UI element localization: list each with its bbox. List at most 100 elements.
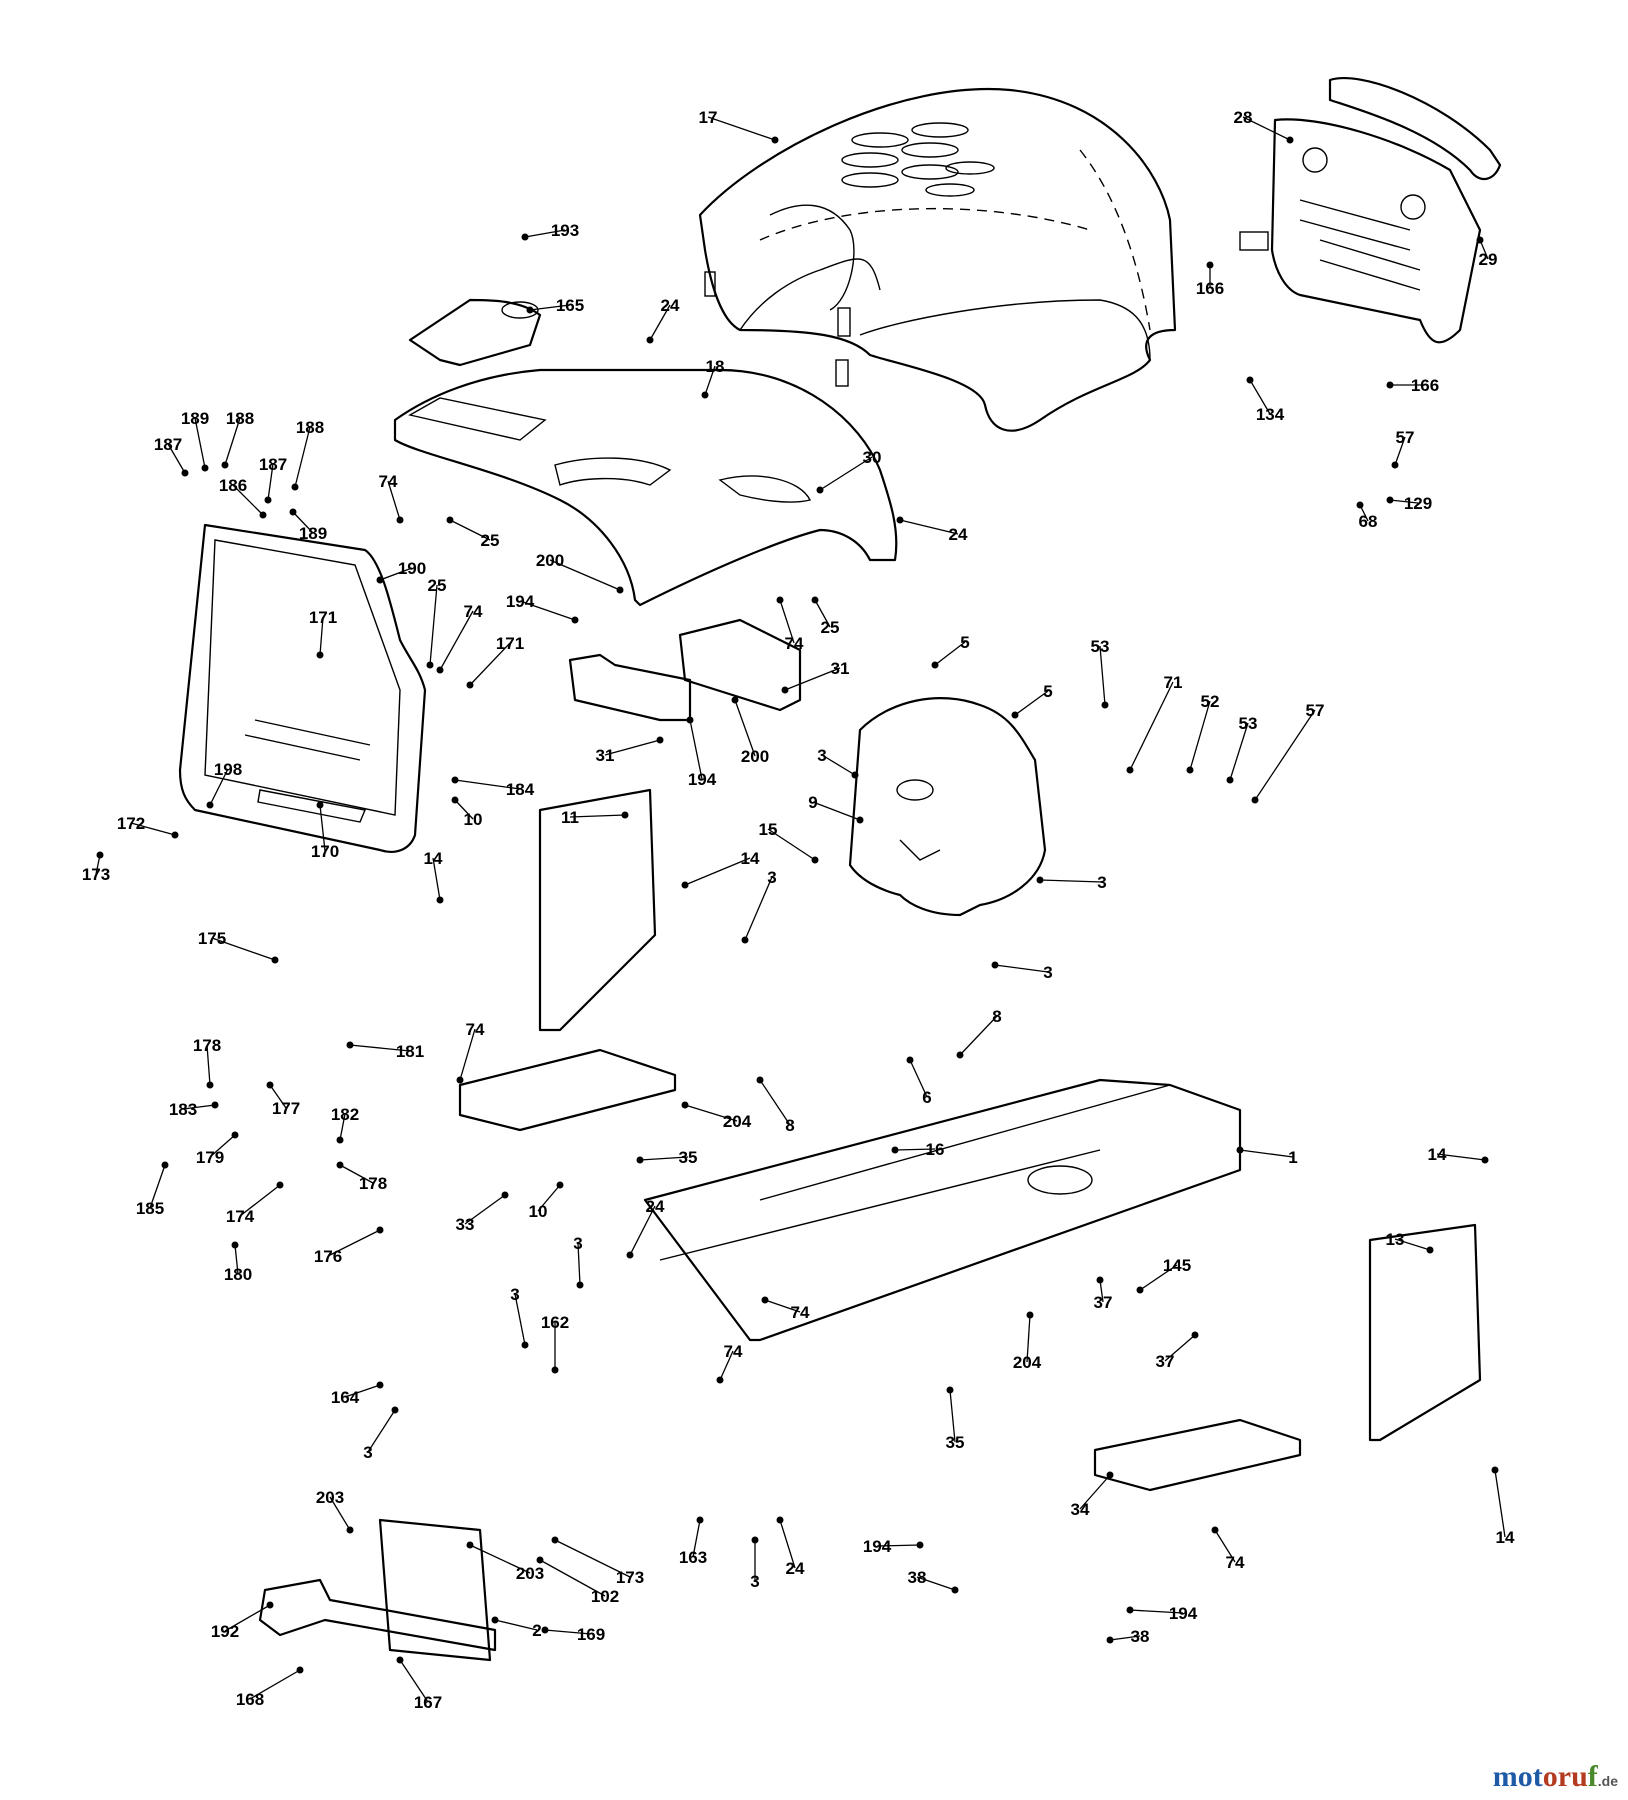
- part-number-label: 102: [591, 1587, 619, 1606]
- part-number-label: 163: [679, 1548, 707, 1567]
- part-anchor-38b: [1106, 1636, 1114, 1644]
- part-number-label: 14: [1428, 1145, 1447, 1164]
- leader-line-24a: [649, 304, 671, 341]
- leader-line-179: [209, 1134, 236, 1158]
- part-number-label: 24: [646, 1197, 665, 1216]
- part-number-label: 181: [396, 1042, 424, 1061]
- part-anchor-74d: [456, 1076, 464, 1084]
- leader-line-28: [1242, 116, 1291, 141]
- part-anchor-24a: [646, 336, 654, 344]
- leader-line-178a: [206, 1044, 211, 1086]
- part-anchor-170: [316, 801, 324, 809]
- part-anchor-3h: [751, 1536, 759, 1544]
- leader-line-24c: [629, 1205, 656, 1256]
- leader-line-192: [224, 1604, 271, 1632]
- part-number-label: 5: [1043, 682, 1052, 701]
- leader-line-203a: [329, 1496, 351, 1531]
- leader-line-194d: [1129, 1609, 1184, 1614]
- leader-line-38a: [916, 1576, 956, 1591]
- leader-line-176: [327, 1229, 381, 1257]
- part-number-label: 173: [82, 865, 110, 884]
- main-frame-part: [643, 1078, 1242, 1342]
- leader-line-194c: [876, 1544, 921, 1547]
- leader-line-74c: [779, 599, 795, 644]
- part-anchor-204a: [681, 1101, 689, 1109]
- part-anchor-74g: [1211, 1526, 1219, 1534]
- leader-line-188a: [224, 417, 241, 466]
- part-anchor-188a: [221, 461, 229, 469]
- part-number-label: 37: [1094, 1293, 1113, 1312]
- part-number-label: 188: [296, 418, 324, 437]
- part-number-label: 200: [741, 747, 769, 766]
- leader-line-102: [539, 1559, 606, 1597]
- part-number-label: 194: [506, 592, 535, 611]
- leader-line-3f: [514, 1293, 526, 1346]
- leader-line-53b: [1229, 722, 1249, 781]
- leader-line-174: [239, 1184, 281, 1217]
- part-number-label: 183: [169, 1100, 197, 1119]
- leader-line-25b: [429, 584, 438, 666]
- part-anchor-187a: [181, 469, 189, 477]
- part-number-label: 3: [767, 868, 776, 887]
- leader-line-24b: [899, 519, 959, 535]
- leader-line-129: [1389, 499, 1419, 504]
- part-anchor-14b: [436, 896, 444, 904]
- part-number-label: 74: [466, 1020, 485, 1039]
- watermark-part1: mot: [1492, 1760, 1543, 1793]
- leader-line-186: [232, 484, 264, 516]
- part-anchor-34: [1106, 1471, 1114, 1479]
- part-number-label: 203: [516, 1564, 544, 1583]
- leader-line-24d: [779, 1519, 796, 1569]
- leader-line-9: [812, 801, 861, 821]
- part-anchor-24c: [626, 1251, 634, 1259]
- part-number-label: 194: [1169, 1604, 1198, 1623]
- part-number-label: 14: [424, 849, 443, 868]
- part-number-label: 173: [616, 1568, 644, 1587]
- part-anchor-173b: [551, 1536, 559, 1544]
- part-number-label: 2: [532, 1621, 541, 1640]
- part-number-label: 189: [299, 524, 327, 543]
- part-anchor-10a: [451, 796, 459, 804]
- leader-line-194b: [689, 719, 703, 780]
- part-number-label: 25: [428, 576, 447, 595]
- part-anchor-13: [1426, 1246, 1434, 1254]
- leader-line-6: [909, 1059, 928, 1098]
- part-anchor-53a: [1101, 701, 1109, 709]
- part-anchor-18: [701, 391, 709, 399]
- part-number-label: 9: [808, 793, 817, 812]
- leader-line-1: [1239, 1149, 1294, 1158]
- part-anchor-68: [1356, 501, 1364, 509]
- part-anchor-3a: [851, 771, 859, 779]
- part-anchor-74f: [716, 1376, 724, 1384]
- leader-line-10b: [537, 1184, 561, 1212]
- leader-line-74g: [1214, 1529, 1236, 1563]
- part-anchor-198: [206, 801, 214, 809]
- leader-line-3d: [994, 964, 1049, 973]
- part-number-label: 57: [1396, 428, 1415, 447]
- part-number-label: 187: [259, 455, 287, 474]
- part-anchor-178a: [206, 1081, 214, 1089]
- part-number-label: 185: [136, 1199, 164, 1218]
- part-number-label: 74: [464, 602, 483, 621]
- leader-line-189b: [292, 511, 314, 534]
- part-number-label: 25: [821, 618, 840, 637]
- part-anchor-134: [1246, 376, 1254, 384]
- part-anchor-35a: [636, 1156, 644, 1164]
- part-number-label: 170: [311, 842, 339, 861]
- leader-line-57a: [1394, 436, 1406, 466]
- part-anchor-31a: [656, 736, 664, 744]
- part-anchor-9: [856, 816, 864, 824]
- part-number-label: 38: [1131, 1627, 1150, 1646]
- part-number-label: 166: [1411, 376, 1439, 395]
- part-number-label: 74: [1226, 1553, 1245, 1572]
- part-number-label: 35: [946, 1433, 965, 1452]
- part-anchor-194d: [1126, 1606, 1134, 1614]
- part-anchor-192: [266, 1601, 274, 1609]
- part-anchor-57b: [1251, 796, 1259, 804]
- leader-line-74e: [764, 1299, 801, 1313]
- part-number-label: 5: [960, 633, 969, 652]
- part-anchor-194c: [916, 1541, 924, 1549]
- part-number-label: 188: [226, 409, 254, 428]
- leader-line-170: [319, 804, 326, 852]
- leader-line-37b: [1164, 1334, 1196, 1362]
